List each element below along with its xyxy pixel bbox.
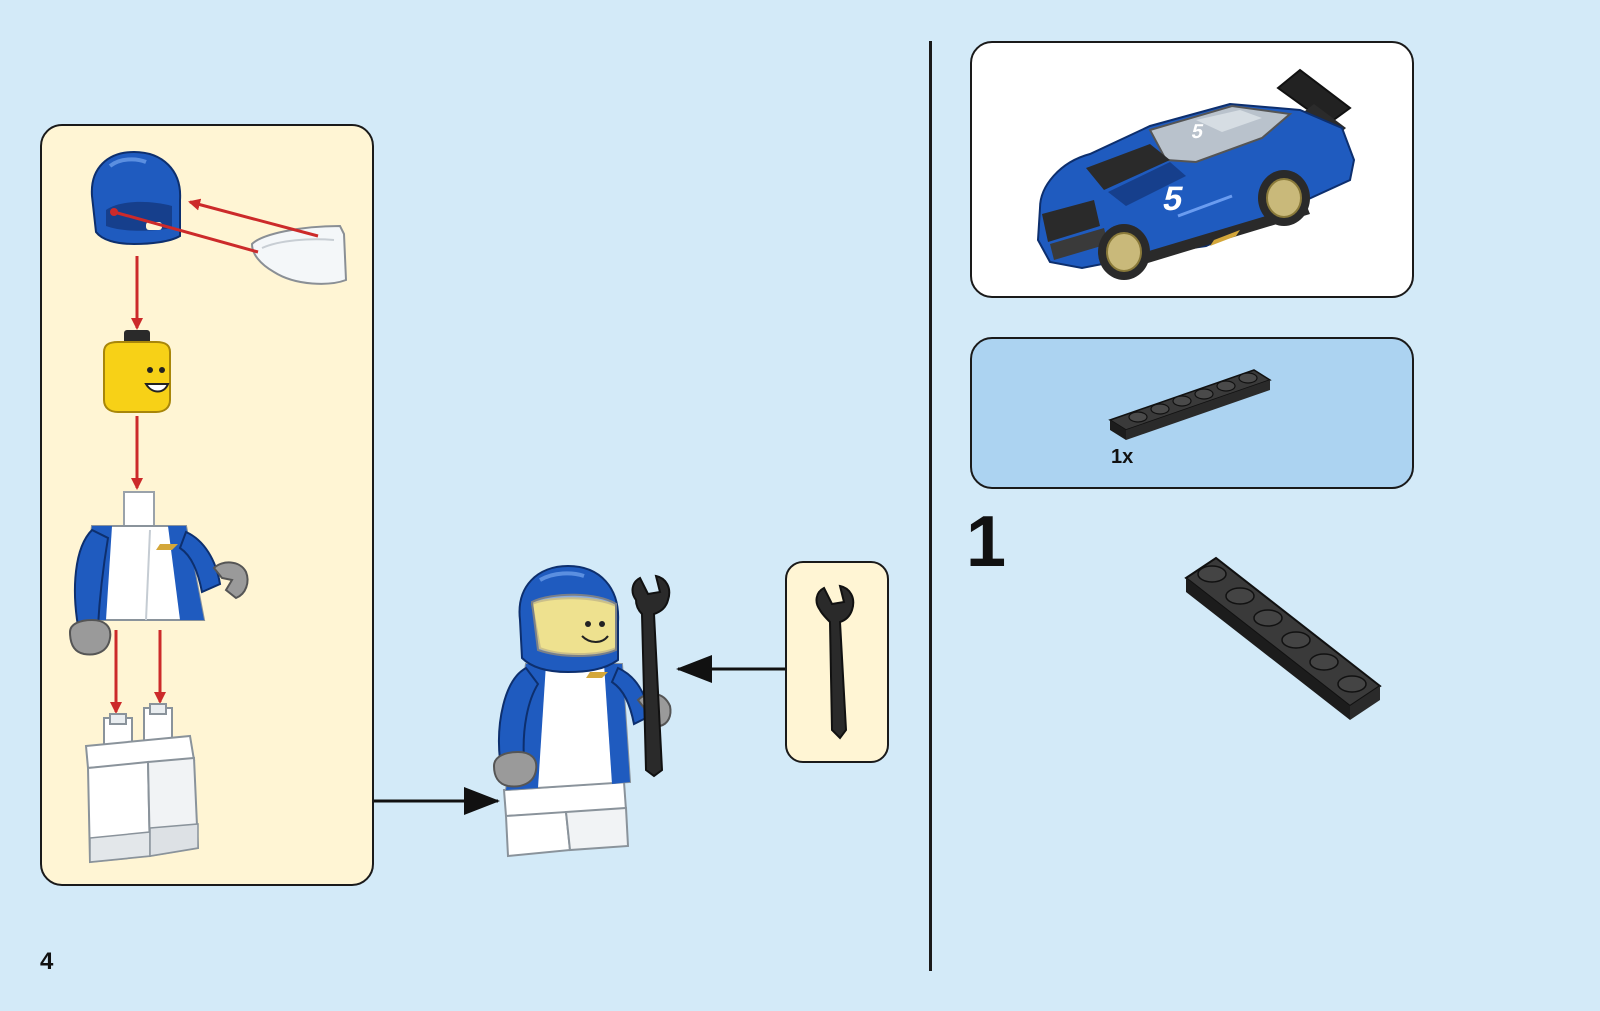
wrench-in-hand-icon bbox=[633, 576, 670, 776]
minifig-head-icon bbox=[104, 330, 170, 412]
page-number: 4 bbox=[40, 948, 53, 976]
race-car-icon: 5 5 bbox=[1038, 70, 1354, 280]
step-number: 1 bbox=[966, 506, 1006, 578]
legs-icon bbox=[86, 704, 198, 862]
part-quantity: 1x bbox=[1111, 446, 1133, 469]
black-plate-1x6-icon bbox=[1110, 370, 1270, 440]
helmet-icon bbox=[92, 152, 180, 244]
wrench-icon bbox=[817, 586, 854, 738]
step-part-plate-icon bbox=[1186, 558, 1380, 720]
visor-icon bbox=[252, 226, 346, 284]
